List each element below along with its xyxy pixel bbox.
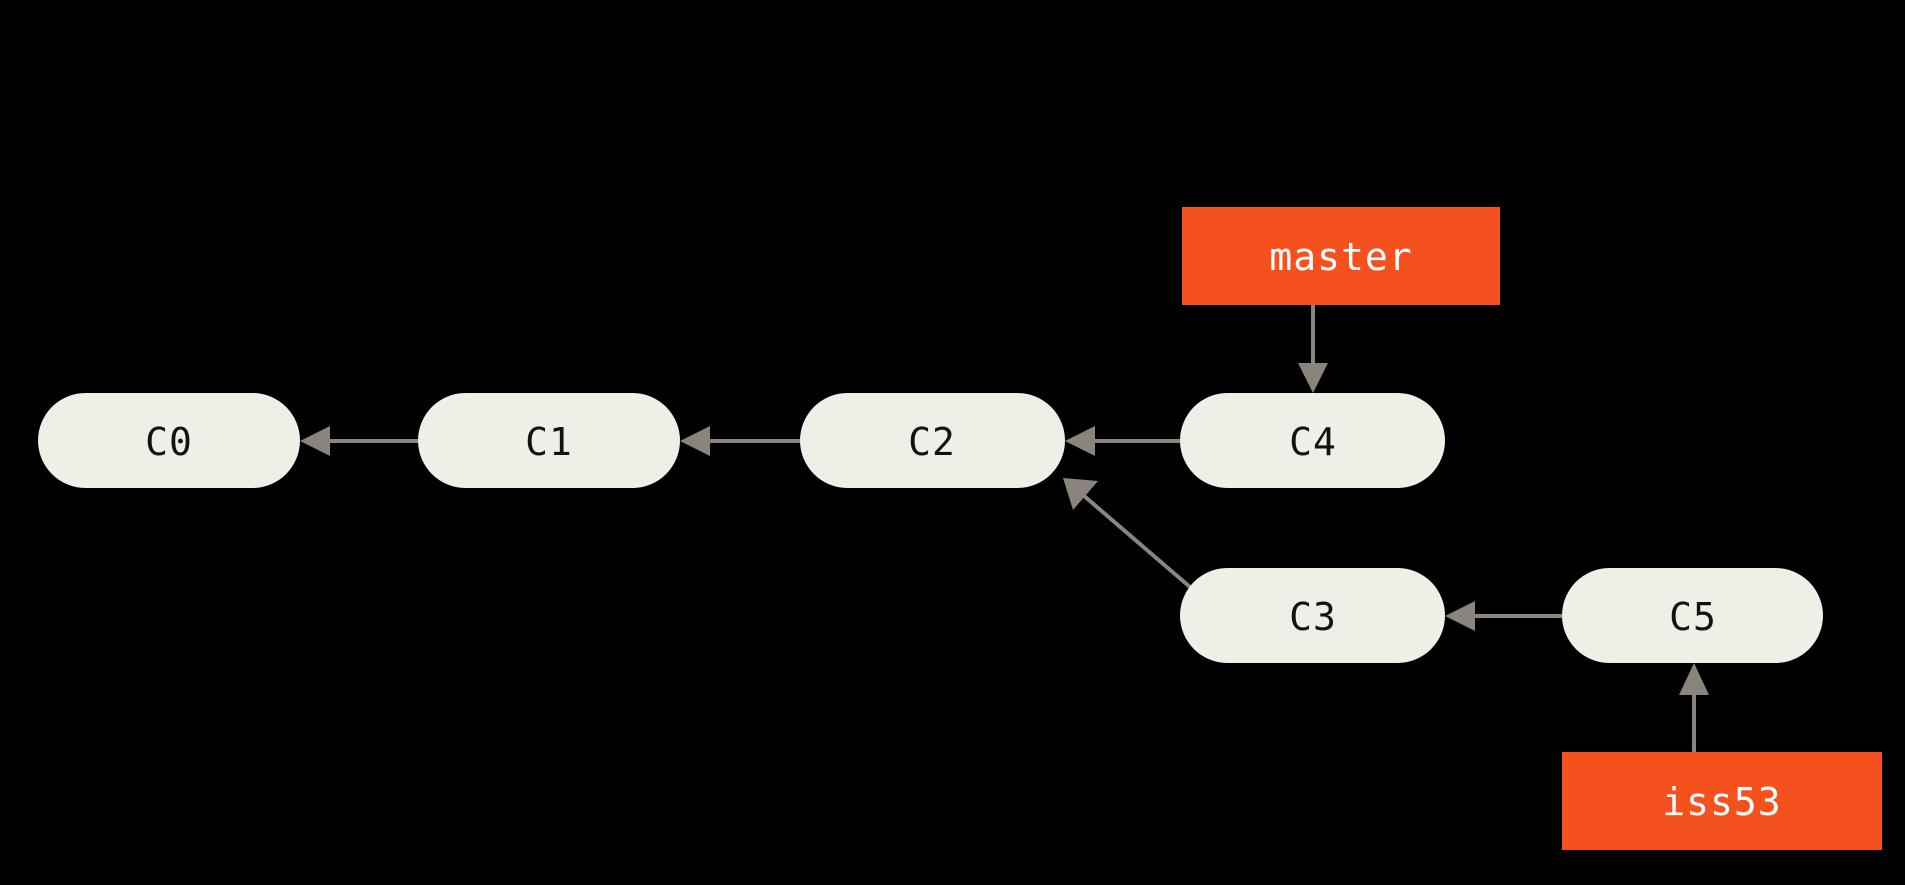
edge-c3-to-c2-line [1081, 493, 1192, 589]
edge-iss53-to-c5 [1679, 663, 1709, 752]
branch-label-master-shape[interactable] [1182, 207, 1500, 305]
commit-node-c5[interactable]: C5 [1562, 568, 1823, 663]
commit-node-layer: C0 C1 C2 C4 C3 C5 [38, 393, 1823, 663]
edge-c3-to-c2 [1063, 478, 1192, 589]
commit-node-c0-label: C0 [145, 420, 193, 464]
commit-node-c2-shape[interactable] [800, 393, 1065, 488]
commit-node-c0[interactable]: C0 [38, 393, 300, 488]
commit-node-c1-label: C1 [525, 420, 573, 464]
edge-c2-to-c1-arrowhead [680, 426, 710, 456]
edge-c1-to-c0 [300, 426, 418, 456]
commit-node-c3-label: C3 [1289, 595, 1337, 639]
branch-label-iss53-shape[interactable] [1562, 752, 1882, 850]
commit-node-c1-shape[interactable] [418, 393, 680, 488]
commit-node-c0-shape[interactable] [38, 393, 300, 488]
edge-c2-to-c1 [680, 426, 800, 456]
edge-c5-to-c3-arrowhead [1445, 601, 1475, 631]
edge-layer [300, 305, 1709, 752]
commit-node-c1[interactable]: C1 [418, 393, 680, 488]
edge-c4-to-c2-arrowhead [1065, 426, 1095, 456]
edge-iss53-to-c5-arrowhead [1679, 663, 1709, 695]
commit-node-c2-label: C2 [908, 420, 956, 464]
commit-node-c4-label: C4 [1289, 420, 1337, 464]
branch-label-layer: master iss53 [1182, 207, 1882, 850]
branch-label-master-text: master [1269, 235, 1412, 279]
commit-node-c3-shape[interactable] [1180, 568, 1445, 663]
branch-label-iss53[interactable]: iss53 [1562, 752, 1882, 850]
edge-c5-to-c3 [1445, 601, 1562, 631]
edge-c1-to-c0-arrowhead [300, 426, 330, 456]
commit-node-c5-label: C5 [1669, 595, 1717, 639]
edge-c3-to-c2-arrowhead [1063, 478, 1098, 510]
edge-c4-to-c2 [1065, 426, 1180, 456]
commit-node-c4-shape[interactable] [1180, 393, 1445, 488]
edge-master-to-c4-arrowhead [1298, 363, 1328, 393]
commit-node-c2[interactable]: C2 [800, 393, 1065, 488]
commit-node-c5-shape[interactable] [1562, 568, 1823, 663]
branch-label-iss53-text: iss53 [1662, 780, 1781, 824]
branch-label-master[interactable]: master [1182, 207, 1500, 305]
commit-node-c4[interactable]: C4 [1180, 393, 1445, 488]
edge-master-to-c4 [1298, 305, 1328, 393]
commit-node-c3[interactable]: C3 [1180, 568, 1445, 663]
